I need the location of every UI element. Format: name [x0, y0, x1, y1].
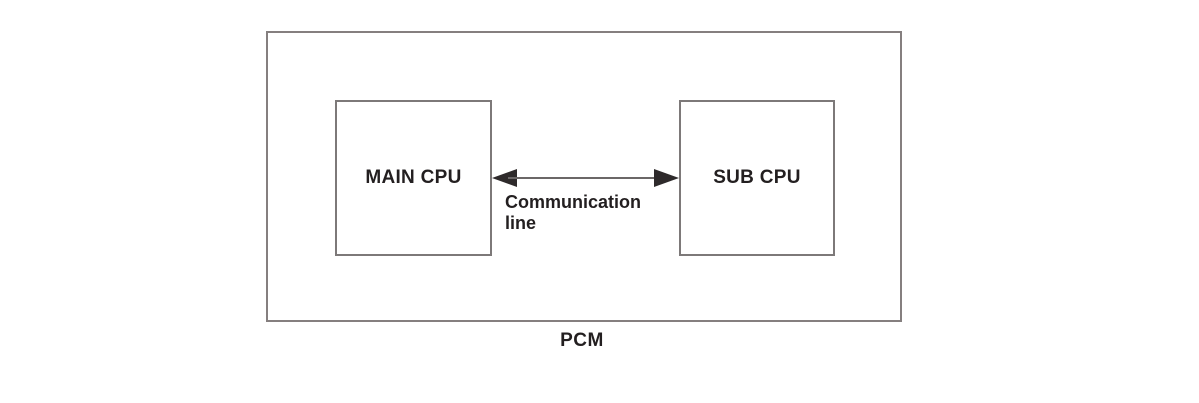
arrow-head-left-icon — [492, 169, 517, 187]
main-cpu-node: MAIN CPU — [335, 100, 492, 256]
arrow-shaft — [508, 177, 663, 179]
communication-line-label: Communication line — [505, 192, 642, 233]
bidirectional-arrow — [492, 169, 679, 187]
main-cpu-label: MAIN CPU — [365, 167, 462, 188]
arrow-head-right-icon — [654, 169, 679, 187]
pcm-label: PCM — [560, 330, 604, 351]
sub-cpu-label: SUB CPU — [713, 167, 801, 188]
sub-cpu-node: SUB CPU — [679, 100, 835, 256]
